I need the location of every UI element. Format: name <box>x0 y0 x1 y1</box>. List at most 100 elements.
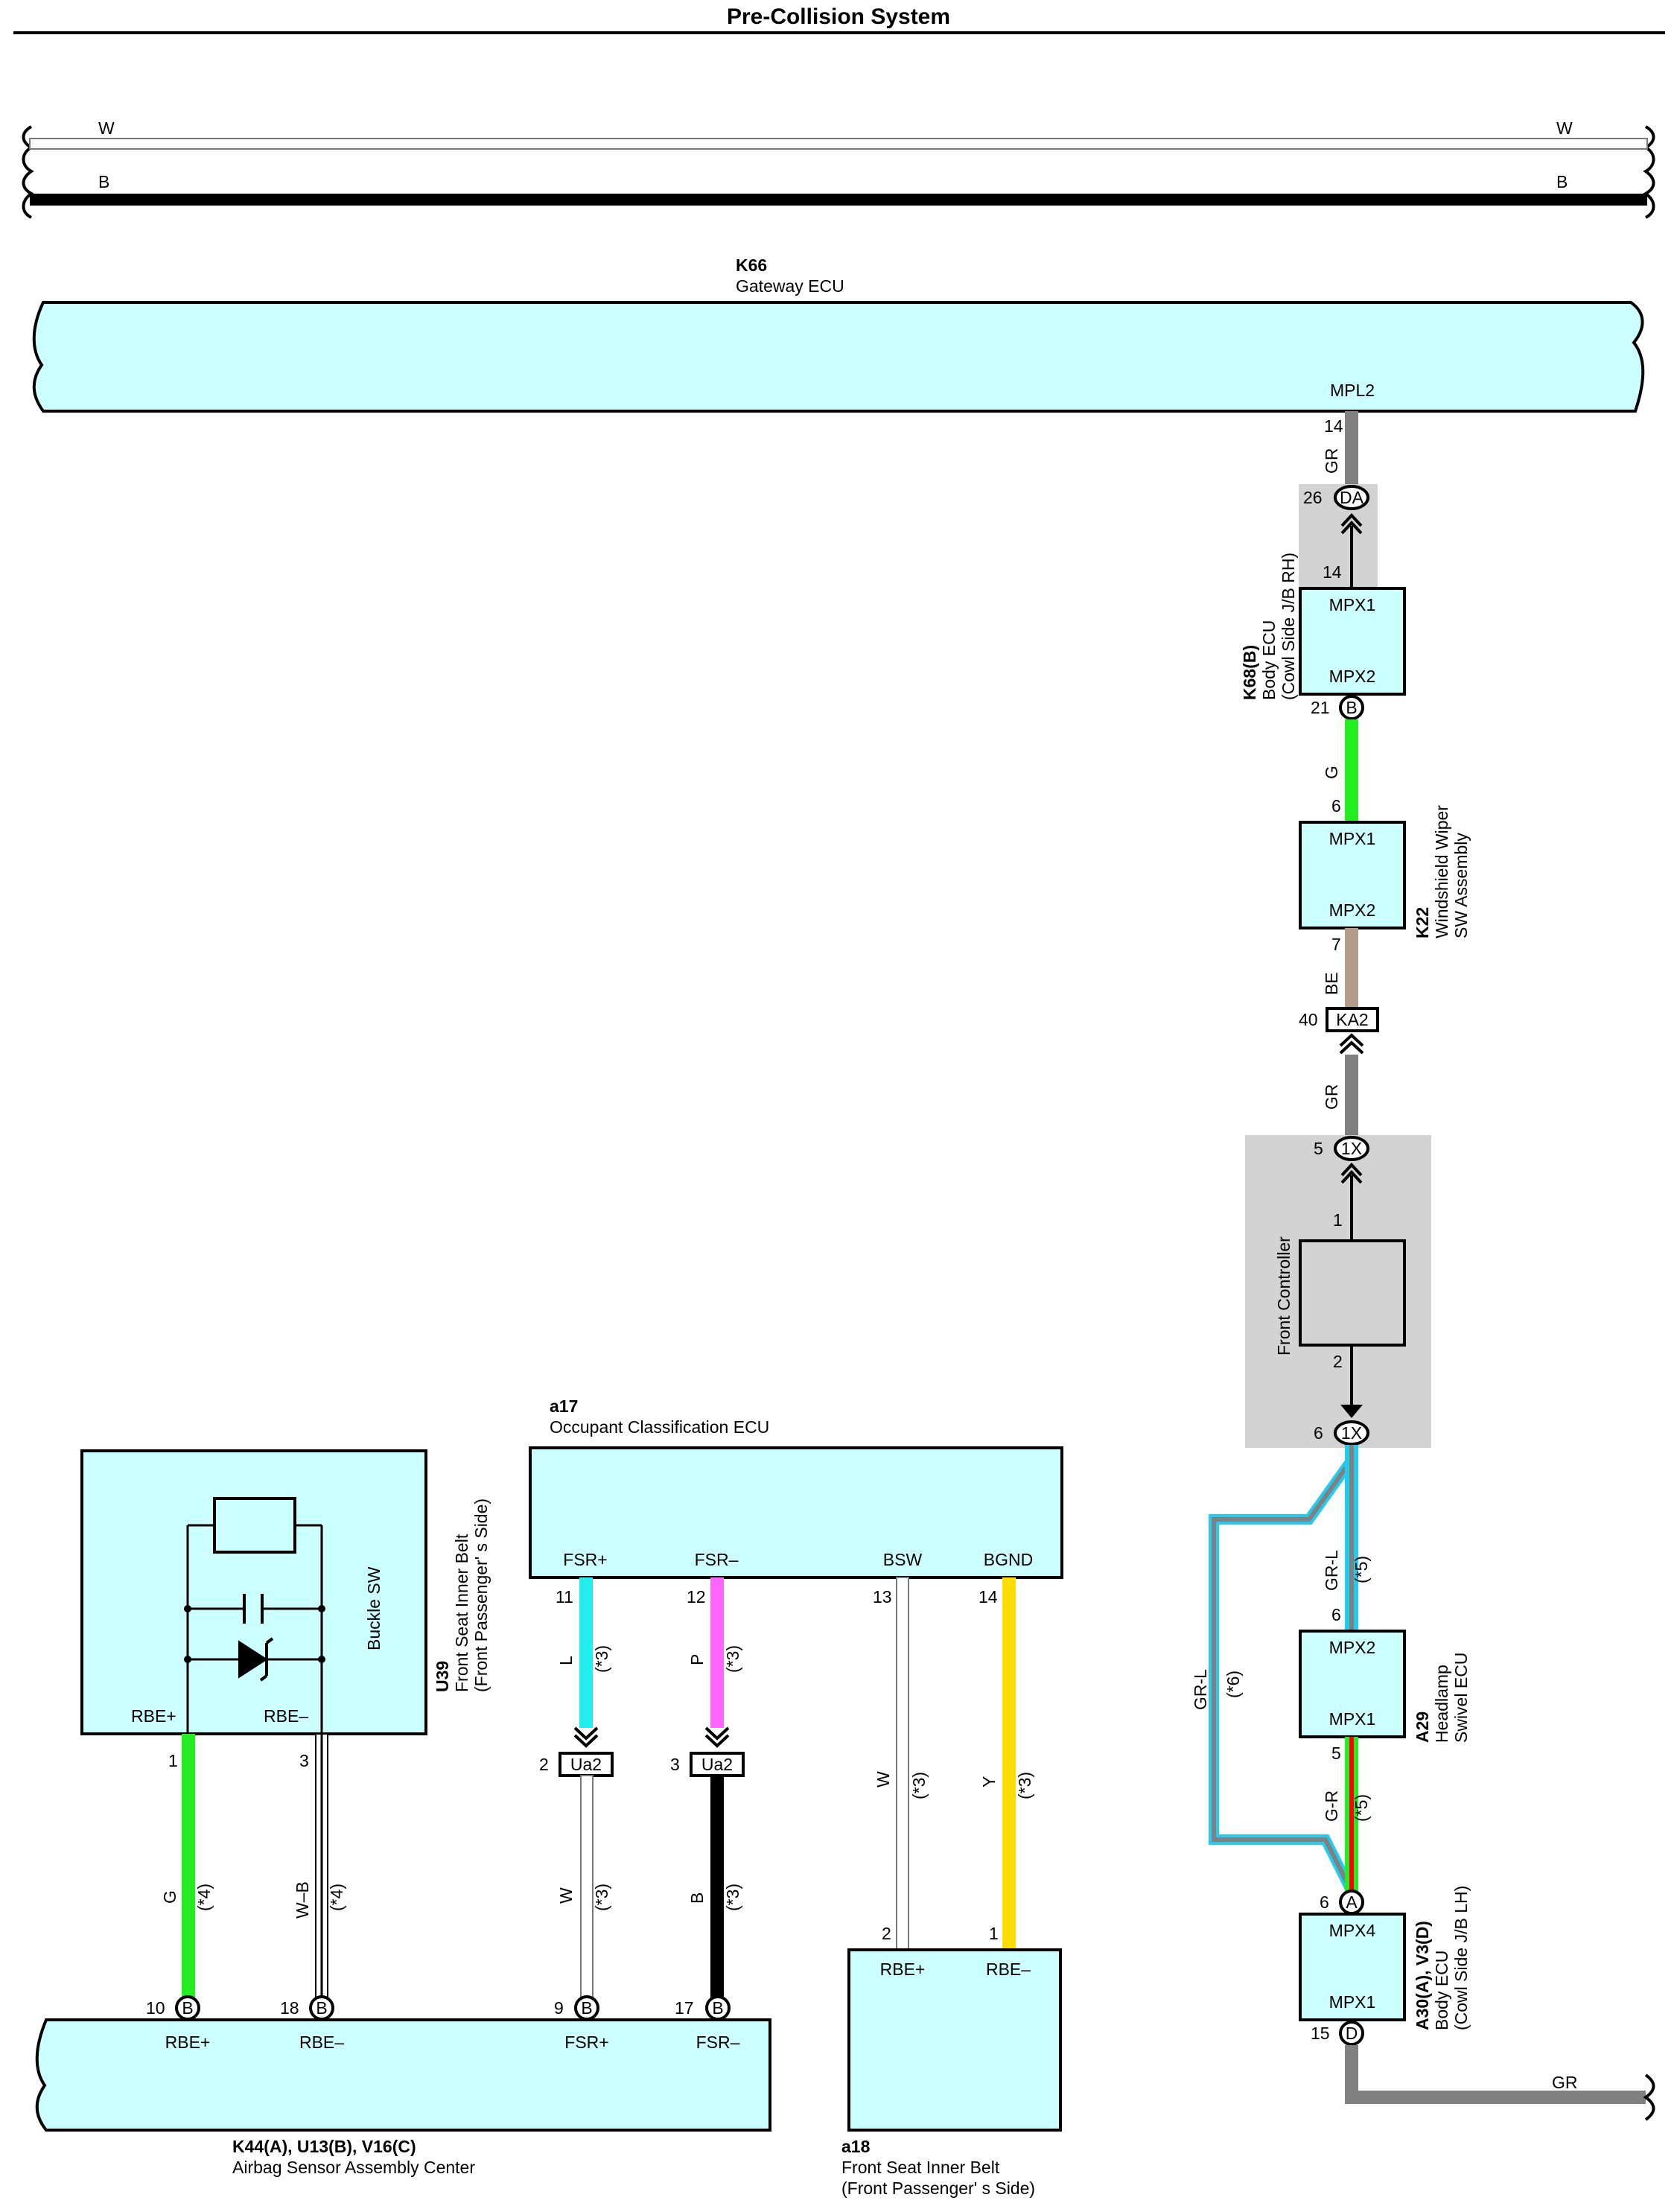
wiper-sw-pin-bot: 7 <box>1331 935 1341 954</box>
rail-w <box>29 138 1648 150</box>
wire-buckle-wb-label: W–B <box>293 1881 312 1919</box>
occupant-pin-fsr-plus-label: FSR+ <box>563 1550 607 1569</box>
airbag-pin-rbe-minus-label: RBE– <box>299 2033 344 2052</box>
front-controller-pin-out: 2 <box>1333 1352 1343 1371</box>
body-ecu-rh-pin-bot: 21 <box>1311 698 1330 717</box>
wiper-sw-name2: SW Assembly <box>1451 833 1471 938</box>
wire-grl-branch-label: GR-L <box>1191 1669 1210 1710</box>
airbag-conn-2-pin: 18 <box>280 1998 299 2018</box>
conn-ua2-right-pin: 3 <box>670 1755 680 1774</box>
body-ecu-lh-name: Body ECU <box>1432 1951 1451 2030</box>
wire-b-lower-note: (*3) <box>723 1884 742 1911</box>
conn-ua2-right <box>690 1752 745 1777</box>
body-ecu-lh-conn-d-id: D <box>1346 2024 1358 2043</box>
wire-grl-main-label: GR-L <box>1322 1550 1341 1591</box>
conn-1x-top-pin: 5 <box>1314 1139 1323 1158</box>
body-ecu-rh: MPX1 MPX2 14 K68(B) Body ECU (Cowl Side … <box>1240 553 1406 700</box>
wire-buckle-g-note: (*4) <box>194 1884 214 1911</box>
occupant-pin-bsw-num: 13 <box>873 1587 892 1606</box>
seat-belt-a18-code: a18 <box>841 2137 871 2156</box>
wire-w-lower-label: W <box>556 1887 576 1904</box>
occupant-pin-bgnd-num: 14 <box>978 1587 998 1606</box>
buckle-sw-code: U39 <box>433 1661 452 1692</box>
occupant-pin-fsr-minus-label: FSR– <box>695 1550 739 1569</box>
headlamp-ecu: MPX2 MPX1 6 5 A29 Headlamp Swivel ECU <box>1299 1605 1471 1763</box>
airbag-conn-3-pin: 9 <box>554 1998 564 2018</box>
wire-buckle-wb-note: (*4) <box>327 1884 346 1911</box>
buckle-sw-name: Front Seat Inner Belt <box>452 1534 471 1692</box>
seat-belt-a18-box <box>847 1948 1062 2132</box>
wire-buckle-g-label: G <box>160 1890 179 1904</box>
wire-gr-gateway <box>1345 411 1358 493</box>
airbag-ecu-code: K44(A), U13(B), V16(C) <box>232 2137 416 2156</box>
wire-g-top-label: G <box>1322 766 1341 779</box>
wire-grl: GR-L (*5) GR-L (*6) <box>1191 1445 1371 1895</box>
body-ecu-lh-pin-bot-label: MPX1 <box>1329 1992 1376 2012</box>
seat-belt-a18-pin2: 1 <box>989 1924 999 1943</box>
airbag-pin-rbe-plus-label: RBE+ <box>165 2033 211 2052</box>
buckle-node-2 <box>318 1605 325 1612</box>
body-ecu-rh-conn-b <box>1339 695 1364 720</box>
conn-1x-top <box>1334 1136 1369 1161</box>
front-controller-box <box>1299 1239 1406 1347</box>
conn-ua2-right-id: Ua2 <box>701 1755 733 1774</box>
buckle-sw-pin1-label: RBE+ <box>131 1706 176 1726</box>
wiper-sw: MPX1 MPX2 6 7 K22 Windshield Wiper SW As… <box>1299 796 1471 954</box>
wire-y <box>1002 1577 1016 1950</box>
airbag-conn-1 <box>175 1995 200 2021</box>
rail-w-label-left: W <box>98 118 115 138</box>
occupant-pin-fsr-minus-num: 12 <box>687 1587 706 1606</box>
occupant-pin-bgnd-label: BGND <box>984 1550 1033 1569</box>
seat-belt-a18: RBE+ RBE– 2 1 a18 Front Seat Inner Belt … <box>841 1924 1062 2198</box>
conn-ua2-left-pin: 2 <box>539 1755 549 1774</box>
buckle-circuit <box>186 1524 323 1735</box>
body-ecu-lh-pin-bot: 15 <box>1311 2024 1330 2043</box>
gateway-code: K66 <box>736 255 767 275</box>
wire-w-lower <box>580 1775 594 2009</box>
conn-da-chevron <box>1340 513 1363 535</box>
occupant-ecu-code: a17 <box>550 1396 578 1416</box>
seat-belt-a18-location: (Front Passenger' s Side) <box>841 2178 1035 2198</box>
airbag-conn-1-pin: 10 <box>146 1998 165 2018</box>
conn-da <box>1334 485 1369 510</box>
airbag-conn-2 <box>309 1995 334 2021</box>
body-ecu-rh-conn-id: B <box>1346 698 1357 717</box>
body-ecu-lh-code: A30(A), V3(D) <box>1413 1921 1432 2030</box>
buckle-diode <box>238 1637 274 1682</box>
wire-gr-gateway-label: GR <box>1322 448 1341 474</box>
headlamp-ecu-pin-bot-label: MPX1 <box>1329 1709 1376 1729</box>
gateway-pin-label: MPL2 <box>1330 381 1375 400</box>
airbag-pin-fsr-minus-label: FSR– <box>696 2033 740 2052</box>
buckle-sw-pin1: 1 <box>168 1751 178 1770</box>
airbag-conn-4-pin: 17 <box>675 1998 694 2018</box>
wire-l-chevron <box>573 1726 599 1748</box>
wire-l-note: (*3) <box>592 1645 611 1673</box>
conn-1x-top-chevron <box>1340 1163 1363 1184</box>
buckle-sw-inner-label: Buckle SW <box>364 1566 384 1650</box>
body-ecu-rh-pin-top-label: MPX1 <box>1329 595 1376 614</box>
airbag-conn-3-id: B <box>581 1998 592 2018</box>
headlamp-ecu-pin-bot: 5 <box>1331 1744 1341 1763</box>
seat-belt-a18-pin1-label: RBE+ <box>880 1960 926 1979</box>
wire-gr-out-label: GR <box>1552 2073 1578 2092</box>
conn-ka2 <box>1326 1007 1379 1032</box>
power-rails: W W B B <box>22 118 1655 219</box>
wire-buckle-g <box>182 1734 195 2006</box>
body-ecu-lh-conn-d <box>1339 2021 1364 2046</box>
gateway-pin-num: 14 <box>1324 416 1343 436</box>
rail-w-label-right: W <box>1556 118 1573 138</box>
occupant-ecu-box <box>529 1446 1063 1579</box>
wire-w-lower-note: (*3) <box>592 1884 611 1911</box>
wire-grl-main-note: (*5) <box>1352 1556 1371 1583</box>
airbag-ecu: RBE+ RBE– FSR+ FSR– K44(A), U13(B), V16(… <box>35 2018 771 2177</box>
conn-da-pin: 26 <box>1303 488 1323 507</box>
body-ecu-lh: MPX4 MPX1 A30(A), V3(D) Body ECU (Cowl S… <box>1299 1886 1471 2030</box>
gateway-box <box>32 301 1645 413</box>
occupant-ecu: a17 Occupant Classification ECU FSR+ FSR… <box>529 1396 1063 1579</box>
airbag-conn-4-id: B <box>712 1998 723 2018</box>
seat-belt-a18-pin2-label: RBE– <box>986 1960 1031 1979</box>
seat-belt-a18-name: Front Seat Inner Belt <box>841 2158 1000 2177</box>
front-controller-pin-in: 1 <box>1333 1210 1343 1230</box>
wire-gr-mid-label: GR <box>1322 1084 1341 1110</box>
